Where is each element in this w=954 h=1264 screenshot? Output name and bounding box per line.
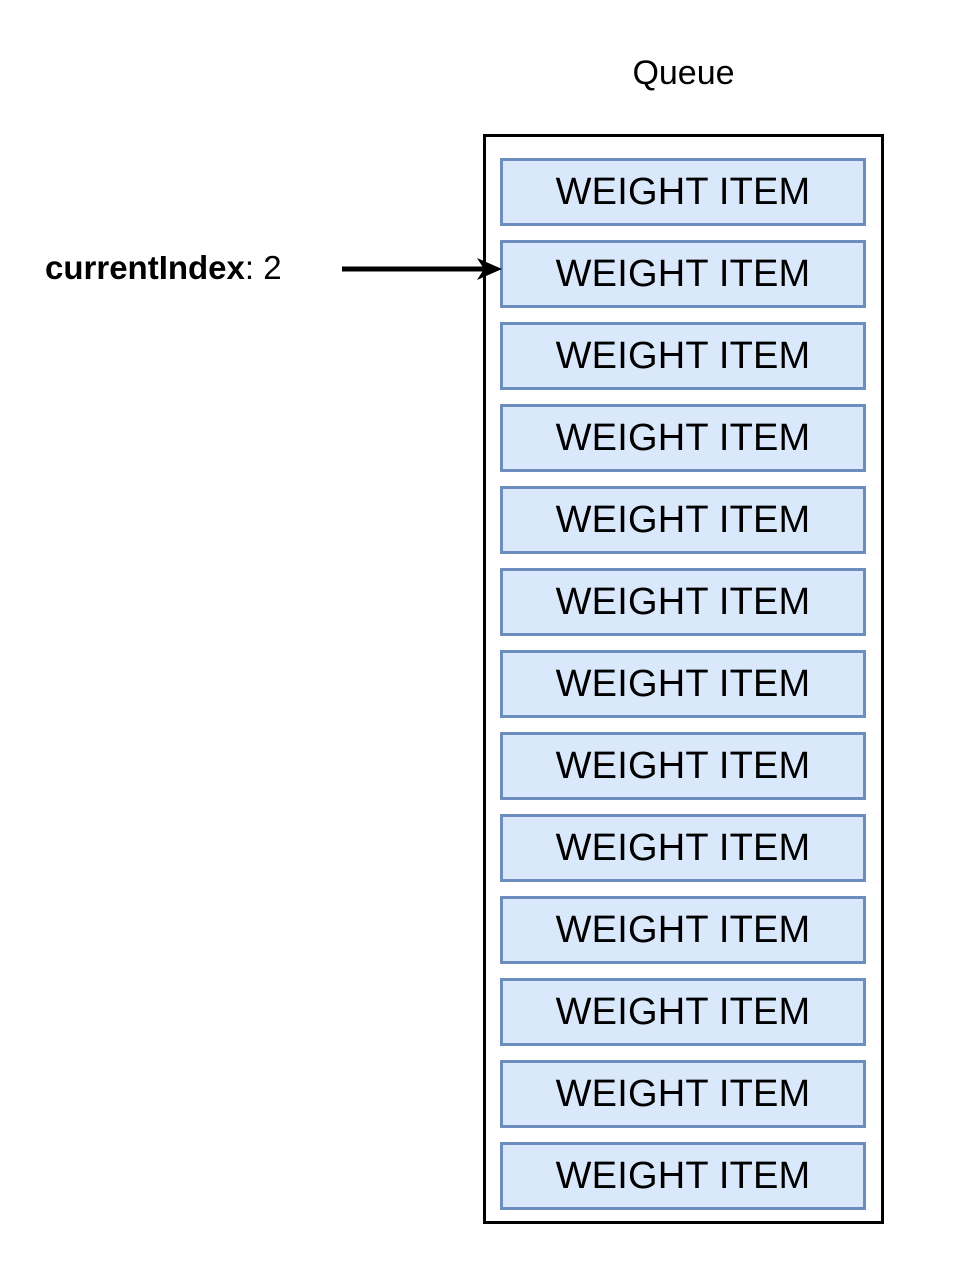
list-item[interactable]: WEIGHT ITEM [500,1142,866,1210]
list-item[interactable]: WEIGHT ITEM [500,650,866,718]
queue-container: WEIGHT ITEM WEIGHT ITEM WEIGHT ITEM WEIG… [483,134,884,1224]
list-item[interactable]: WEIGHT ITEM [500,568,866,636]
list-item[interactable]: WEIGHT ITEM [500,732,866,800]
list-item-label: WEIGHT ITEM [555,909,811,951]
arrow-right-icon [342,258,502,280]
arrow-head [477,258,502,280]
list-item-label: WEIGHT ITEM [555,827,811,869]
current-index-label: currentIndex: 2 [45,246,282,290]
list-item[interactable]: WEIGHT ITEM [500,978,866,1046]
list-item-label: WEIGHT ITEM [555,991,811,1033]
list-item-label: WEIGHT ITEM [555,1155,811,1197]
list-item-label: WEIGHT ITEM [555,335,811,377]
list-item[interactable]: WEIGHT ITEM [500,896,866,964]
list-item-label: WEIGHT ITEM [555,581,811,623]
list-item[interactable]: WEIGHT ITEM [500,1060,866,1128]
page-title: Queue [632,54,735,92]
list-item-label: WEIGHT ITEM [555,171,811,213]
list-item[interactable]: WEIGHT ITEM [500,404,866,472]
list-item[interactable]: WEIGHT ITEM [500,322,866,390]
list-item[interactable]: WEIGHT ITEM [500,486,866,554]
list-item-label: WEIGHT ITEM [555,745,811,787]
current-index-value: 2 [263,249,282,286]
list-item[interactable]: WEIGHT ITEM [500,240,866,308]
current-index-separator: : [244,249,264,286]
current-index-name: currentIndex [45,249,245,286]
list-item-label: WEIGHT ITEM [555,253,811,295]
list-item[interactable]: WEIGHT ITEM [500,158,866,226]
list-item-label: WEIGHT ITEM [555,417,811,459]
list-item-label: WEIGHT ITEM [555,1073,811,1115]
list-item-label: WEIGHT ITEM [555,663,811,705]
queue-item-list: WEIGHT ITEM WEIGHT ITEM WEIGHT ITEM WEIG… [500,158,866,1210]
list-item-label: WEIGHT ITEM [555,499,811,541]
list-item[interactable]: WEIGHT ITEM [500,814,866,882]
